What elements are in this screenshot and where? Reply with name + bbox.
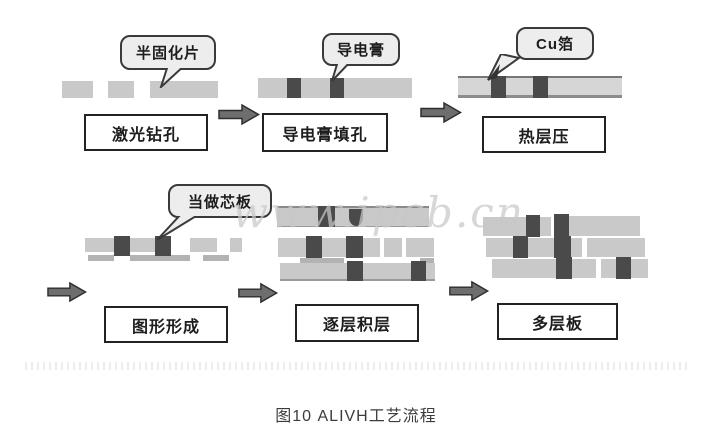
prepreg-segment xyxy=(108,81,134,98)
callout-paste-label: 导电膏 xyxy=(336,42,385,59)
callout-conductive-paste: 导电膏 xyxy=(322,33,400,66)
multilayer-brick xyxy=(587,238,645,257)
pattern-trace xyxy=(88,255,114,261)
paste-via xyxy=(306,236,322,258)
callout-core-label: 当做芯板 xyxy=(187,193,252,211)
paste-via xyxy=(526,215,540,237)
paste-via xyxy=(491,76,506,98)
paste-via xyxy=(554,214,569,237)
step-box-multilayer: 多层板 xyxy=(497,303,618,340)
prepreg-segment xyxy=(150,81,218,98)
paste-via xyxy=(554,236,571,258)
figure-caption: 图10 ALIVH工艺流程 xyxy=(275,408,437,425)
step-label: 多层板 xyxy=(531,315,583,333)
callout-cu-foil: Cu箔 xyxy=(516,27,594,60)
prepreg-segment xyxy=(62,81,93,98)
multilayer-brick xyxy=(492,259,596,278)
flow-arrow-icon xyxy=(420,101,462,124)
paste-via xyxy=(347,261,363,281)
callout-cu-label: Cu箔 xyxy=(536,36,574,53)
buildup-layer xyxy=(278,238,380,257)
step-box-buildup: 逐层积层 xyxy=(295,304,419,342)
step-label: 图形形成 xyxy=(131,318,200,336)
paste-via xyxy=(318,206,335,227)
paste-via xyxy=(533,76,548,98)
callout-pointer-icon xyxy=(487,54,521,81)
callout-tail xyxy=(156,216,199,241)
paste-via xyxy=(287,78,301,98)
step-label: 逐层积层 xyxy=(322,317,391,334)
paste-via xyxy=(556,257,572,279)
pattern-trace xyxy=(420,258,434,263)
step-label: 导电膏填孔 xyxy=(282,126,368,144)
paste-via xyxy=(513,236,528,258)
pattern-trace xyxy=(203,255,229,261)
patterned-board-segment xyxy=(190,238,217,252)
multilayer-brick xyxy=(556,216,640,236)
paste-via xyxy=(411,261,426,281)
callout-tail xyxy=(159,68,184,88)
paste-via xyxy=(349,209,363,226)
pattern-trace xyxy=(130,255,190,261)
step-label: 热层压 xyxy=(518,128,570,146)
pattern-trace xyxy=(300,258,344,263)
buildup-layer xyxy=(384,238,402,257)
step-box-lamination: 热层压 xyxy=(482,116,606,153)
step-box-paste-filling: 导电膏填孔 xyxy=(262,113,388,152)
paste-via xyxy=(346,236,363,258)
paste-via xyxy=(114,236,130,256)
step-box-patterning: 图形形成 xyxy=(104,306,228,343)
flow-arrow-icon xyxy=(238,282,279,304)
faint-footer-text xyxy=(25,362,691,370)
callout-prepreg-label: 半固化片 xyxy=(135,45,200,62)
callout-tail xyxy=(331,64,350,82)
paste-via xyxy=(155,236,171,256)
paste-via xyxy=(616,257,631,279)
multilayer-brick xyxy=(483,217,551,236)
flow-arrow-icon xyxy=(218,103,260,126)
step-box-laser-drilling: 激光钻孔 xyxy=(84,114,208,151)
callout-prepreg: 半固化片 xyxy=(120,35,216,70)
buildup-layer xyxy=(406,238,434,257)
patterned-board-segment xyxy=(230,238,242,252)
flow-arrow-icon xyxy=(449,280,490,302)
paste-via xyxy=(330,78,344,98)
callout-core-board: 当做芯板 xyxy=(168,184,272,218)
step-label: 激光钻孔 xyxy=(111,126,180,144)
flow-arrow-icon xyxy=(47,281,87,303)
